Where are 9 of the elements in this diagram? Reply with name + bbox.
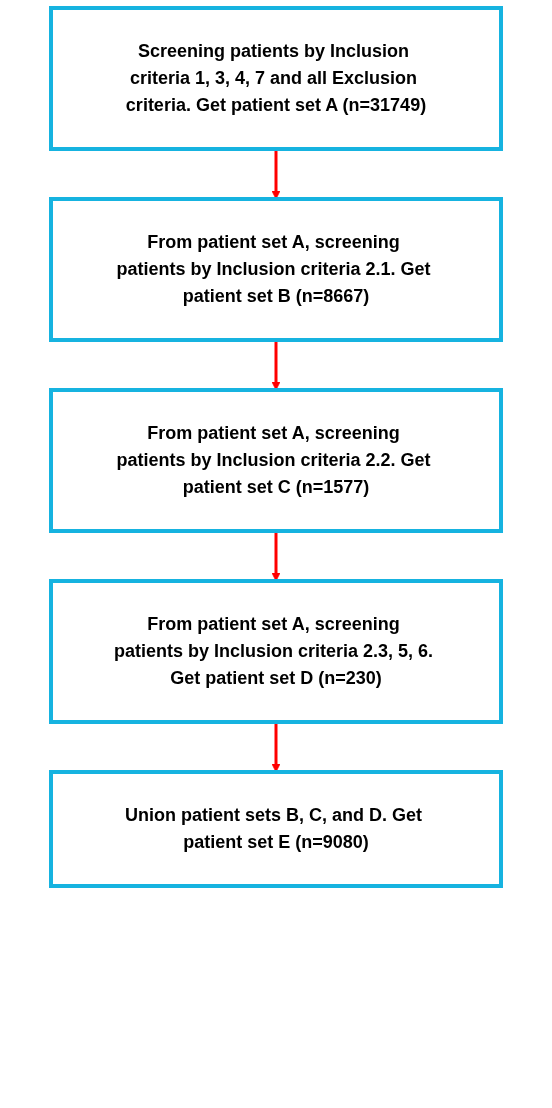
node-box: From patient set A, screening patients by Inclusion criteria 2.3, 5, 6. Get patient set D (n=230) (49, 579, 503, 724)
arrow (271, 722, 281, 773)
arrow (271, 340, 281, 391)
node-box: Screening patients by Inclusion criteria 1, 3, 4, 7 and all Exclusion criteria. Get patient set A (n=31749) (49, 6, 503, 151)
arrow (271, 531, 281, 582)
arrow (271, 149, 281, 200)
node-box: Union patient sets B, C, and D. Get patient set E (n=9080) (49, 770, 503, 888)
node-box: From patient set A, screening patients by Inclusion criteria 2.1. Get patient set B (n=8667) (49, 197, 503, 342)
node-box: From patient set A, screening patients by Inclusion criteria 2.2. Get patient set C (n=1577) (49, 388, 503, 533)
